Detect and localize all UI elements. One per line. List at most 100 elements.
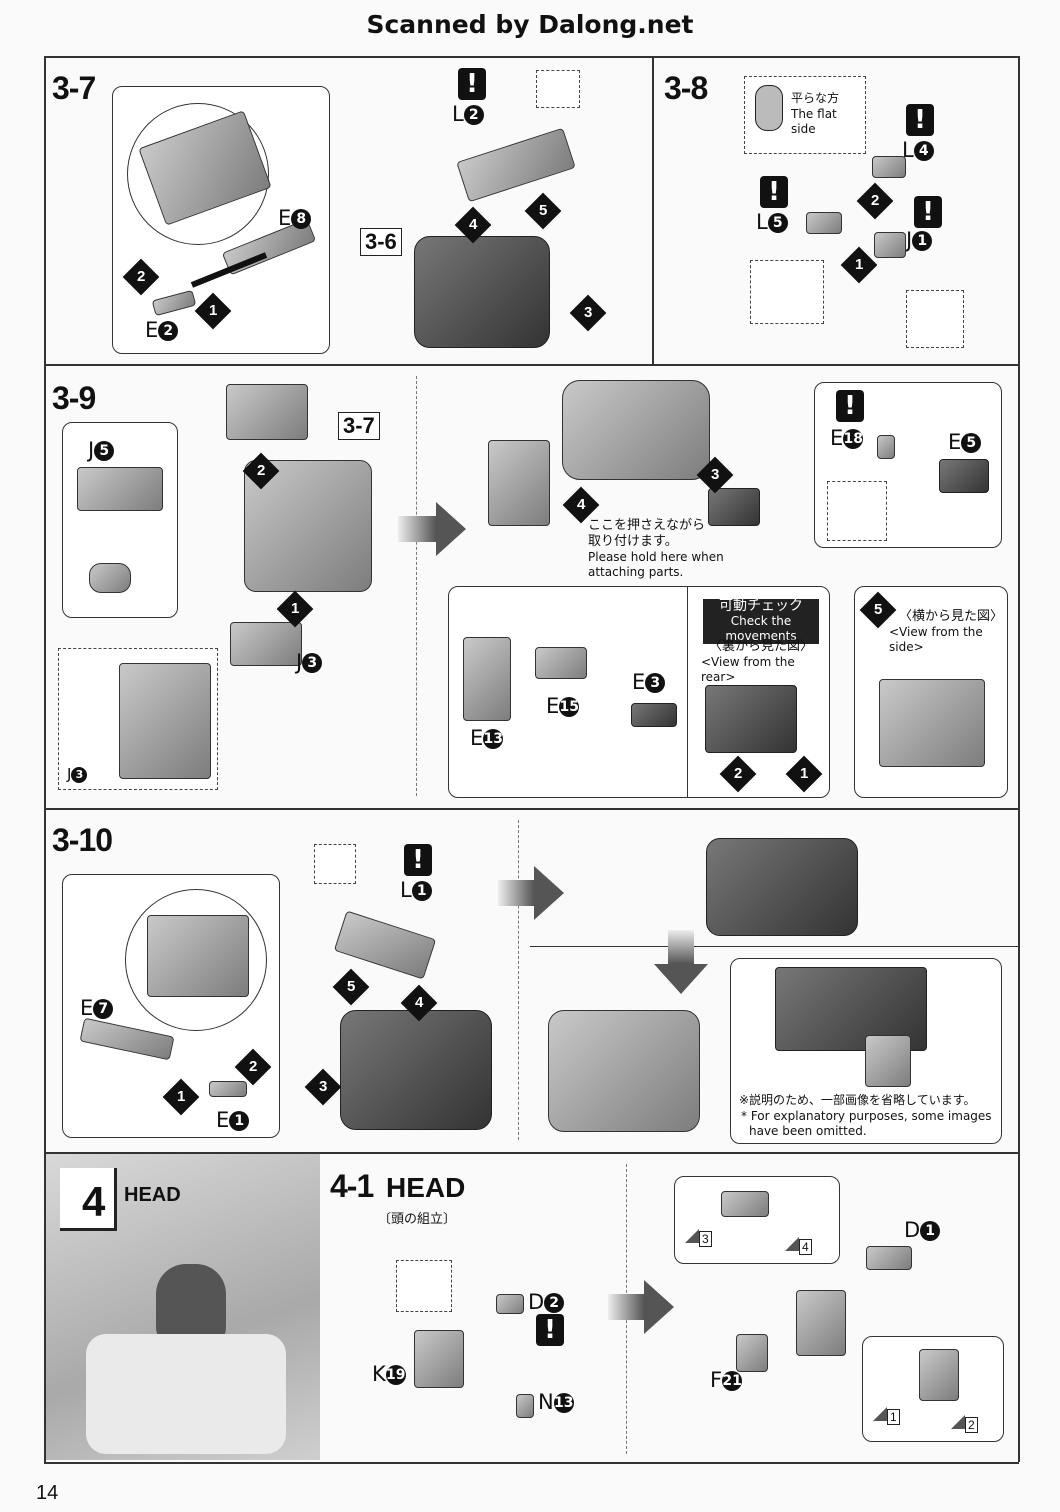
detail-bubble-3-7 [112,86,330,354]
body-silhouette [86,1334,286,1454]
label-d2-num: 2 [544,1293,565,1313]
part-e18 [877,435,895,459]
order-5-3-7: 5 [524,192,562,230]
part-chest-3-7 [414,236,550,348]
section-number: 4 [82,1178,106,1225]
flat-side-jp: 平らな方 [791,91,840,105]
ref-4-icon: 4 [785,1237,812,1256]
warning-icon-3-7: ! [458,68,486,100]
label-e18-num: 18 [843,429,864,449]
label-k19: K19 [372,1362,406,1386]
part-d1-detail [721,1191,769,1217]
part-e1 [209,1081,247,1097]
order-3-3-10: 3 [304,1068,342,1106]
divider-v-38 [652,56,654,364]
label-n13-num: 13 [553,1393,574,1413]
label-l4-num: 4 [913,141,934,161]
ref-3-icon: 3 [685,1229,712,1248]
part-l5 [806,212,842,234]
label-l5-num: 5 [767,213,788,233]
label-e5-num: 5 [961,433,982,453]
part-e15 [535,647,587,679]
big-arrow-3-10b [668,930,694,964]
label-j1-num: 1 [912,231,933,251]
page-number: 14 [36,1482,59,1504]
flat-side-part-icon [755,85,783,131]
label-e15: E15 [546,694,580,718]
label-e2-letter: E [145,318,159,342]
part-f21 [736,1334,768,1372]
ref-1-icon: 1 [873,1407,900,1426]
label-e13-num: 13 [483,729,504,749]
order-5-side: 5 [859,591,897,629]
label-e2-num: 2 [158,321,179,341]
hint-box-j1 [906,290,964,348]
label-f21-num: 21 [722,1371,743,1391]
big-arrow-4-1 [608,1294,644,1320]
divider-top [44,56,1019,58]
part-head-detail [919,1349,959,1401]
divider-row3 [44,1152,1019,1154]
label-j5-num: 5 [94,441,115,461]
order-2-3-8: 2 [856,182,894,220]
check-en: Check the movements [725,614,797,643]
part-chest-3-10 [340,1010,492,1130]
label-d1-num: 1 [920,1221,941,1241]
step-title-4-1: HEAD [386,1172,466,1203]
part-k19 [414,1330,464,1388]
side-view-jp: 〈横から見た図〉 [899,609,1004,624]
detail-bubble-e18 [814,382,1002,548]
hint-box-3-10 [314,844,356,884]
step-label-4-1: 4-1 [330,1168,374,1204]
ref-2-icon: 2 [951,1415,978,1434]
check-jp: 可動チェック [719,598,803,614]
section-title: HEAD [124,1184,181,1206]
part-d2 [496,1294,524,1314]
hint-box-d2 [396,1260,452,1312]
omit-note-en1: * For explanatory purposes, some images [741,1109,992,1123]
check-separator [687,587,688,797]
step-label-3-8: 3-8 [664,70,708,106]
warning-icon-l5: ! [760,176,788,208]
warning-icon-3-10: ! [404,844,432,876]
label-e7-num: 7 [93,999,114,1019]
part-d1 [866,1246,912,1270]
step-label-3-7: 3-7 [52,70,96,106]
ref-3-7: 3-7 [338,412,380,440]
side-view-bubble: 5 〈横から見た図〉 <View from the side> [854,586,1008,798]
part-cover [865,1035,911,1087]
part-rear-view [705,685,797,753]
part-j3 [230,622,302,666]
label-e1-num: 1 [229,1111,250,1131]
part-j1 [874,232,906,258]
part-n13 [516,1394,534,1418]
label-e15-num: 15 [559,697,580,717]
detail-bubble-head: 1 2 [862,1336,1004,1442]
label-l2-num: 2 [463,105,484,125]
label-j3-num: 3 [302,653,323,673]
big-arrow-3-9 [398,516,436,542]
step-label-3-9: 3-9 [52,380,96,416]
part-e5-mount [708,488,760,526]
scan-credit: Scanned by Dalong.net [366,10,694,39]
hold-jp-2: 取り付けます。 [588,534,678,549]
part-e5 [939,459,989,493]
part-head-assembly [796,1290,846,1356]
part-bracket-3-9 [488,440,550,526]
divider-v-39 [416,376,417,796]
label-n13: N13 [538,1390,574,1414]
hint-box-e18 [827,481,887,541]
label-e13: E13 [470,726,504,750]
warning-icon-d2: ! [536,1314,564,1346]
head-silhouette [156,1264,226,1344]
big-arrow-3-10b-head [654,964,708,994]
